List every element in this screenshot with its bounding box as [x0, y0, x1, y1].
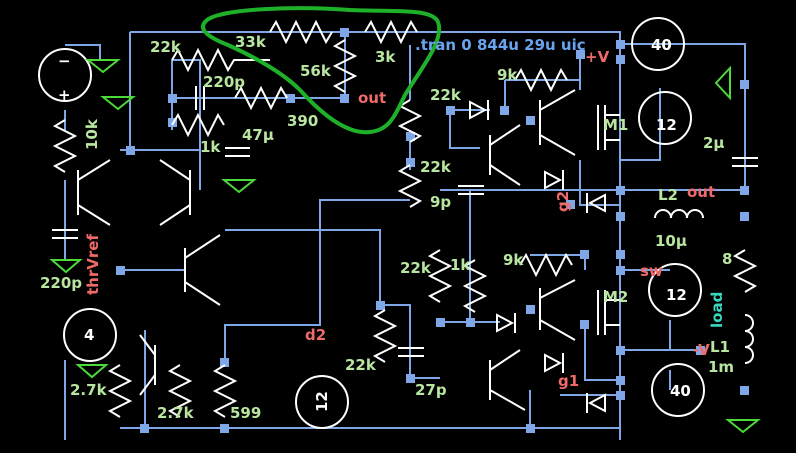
- label-c-220p-left: 220p: [40, 274, 82, 292]
- net-load: load: [708, 292, 726, 328]
- inductor-10u: [654, 209, 704, 219]
- label-c-2u: 2μ: [703, 134, 724, 152]
- net-g2: g2: [554, 191, 572, 212]
- grounds: [49, 59, 761, 434]
- label-r-2k7-b: 2.7k: [157, 404, 195, 422]
- resistor-33k: [269, 19, 333, 45]
- source-40-top: [631, 17, 685, 71]
- wires: [64, 31, 746, 440]
- net-out-top: out: [358, 89, 386, 107]
- voltage-sources: − +: [38, 17, 705, 429]
- resistor-10k: [52, 119, 78, 173]
- resistor-9k-top: [514, 67, 568, 93]
- label-r-22k-top: 22k: [150, 38, 182, 56]
- resistor-1k-mid: [462, 259, 488, 313]
- label-c-47u: 47μ: [242, 126, 274, 144]
- label-r-9k-top: 9k: [497, 66, 518, 84]
- label-m2: M2: [603, 288, 628, 306]
- label-v-40-top: 40: [651, 36, 672, 54]
- label-v-12-mid: 12: [666, 286, 687, 304]
- label-r-22k-low: 22k: [345, 356, 377, 374]
- diodes: [469, 100, 606, 413]
- source-12-top: [638, 91, 692, 145]
- highlight-loop: [201, 6, 442, 135]
- svg-text:+: +: [58, 86, 71, 104]
- resistor-1k-left: [171, 112, 225, 138]
- label-r-56k: 56k: [300, 62, 332, 80]
- label-c-220p-top: 220p: [203, 73, 245, 91]
- resistor-9k-bot: [519, 252, 573, 278]
- label-r-22k-right: 22k: [400, 259, 432, 277]
- resistor-22k-right: [427, 249, 453, 303]
- source-12-bottom: [295, 375, 349, 429]
- label-l2: L2: [658, 186, 678, 204]
- mosfet-m2: [597, 290, 620, 335]
- label-r-599: 599: [230, 404, 261, 422]
- resistor-8: [732, 249, 758, 293]
- source-top-left: [38, 48, 92, 102]
- net-thrvref: thrVref: [84, 234, 102, 295]
- label-r-2k7-a: 2.7k: [70, 381, 108, 399]
- resistor-2k7-a: [107, 364, 133, 418]
- resistor-2k7-b: [167, 364, 193, 418]
- transistors: [77, 89, 620, 411]
- label-m1: M1: [603, 116, 628, 134]
- resistor-599: [212, 364, 238, 418]
- label-l-10u: 10μ: [655, 232, 687, 250]
- capacitor-220p-top: [195, 86, 205, 110]
- net-g1: g1: [558, 372, 579, 390]
- label-c-27p: 27p: [415, 381, 447, 399]
- label-r-1k-mid: 1k: [450, 256, 471, 274]
- directive-text: .tran 0 844u 29u uic: [415, 36, 586, 54]
- label-r-8: 8: [722, 250, 732, 268]
- label-c-9p: 9p: [430, 193, 451, 211]
- source-4: [63, 308, 117, 362]
- mosfet-m1: [597, 105, 620, 150]
- label-v-12-bottom: 12: [313, 391, 331, 412]
- source-40-bot: [651, 363, 705, 417]
- label-l-1m: 1m: [708, 358, 734, 376]
- capacitor-27p: [398, 347, 424, 357]
- capacitor-2u: [732, 157, 758, 167]
- resistor-22k-top: [171, 47, 270, 73]
- label-r-1k-left: 1k: [200, 138, 221, 156]
- label-v-4: 4: [84, 326, 94, 344]
- svg-text:−: −: [58, 52, 71, 70]
- resistor-390: [234, 85, 288, 111]
- label-r-22k-d: 22k: [420, 158, 452, 176]
- inductor-1m: [744, 314, 754, 364]
- capacitors: [52, 86, 758, 357]
- resistor-3k: [364, 19, 418, 45]
- label-v-40-bot: 40: [670, 382, 691, 400]
- net-d2: d2: [305, 326, 326, 344]
- net-plus-v: +V: [585, 48, 610, 66]
- capacitor-47u: [225, 147, 250, 157]
- net-sw: sw: [640, 262, 663, 280]
- resistor-56k: [332, 39, 358, 93]
- label-v-12-top: 12: [656, 116, 677, 134]
- label-l1: L1: [710, 338, 730, 356]
- capacitor-9p: [458, 185, 484, 195]
- net-minus-v: -V: [693, 341, 710, 359]
- label-r-22k-mid: 22k: [430, 86, 462, 104]
- resistor-22k-d: [397, 164, 423, 208]
- label-r-3k: 3k: [375, 48, 396, 66]
- resistor-22k-low: [372, 309, 398, 363]
- source-12-mid: [648, 263, 702, 317]
- label-r-10k: 10k: [83, 118, 101, 150]
- net-out-right: out: [687, 183, 715, 201]
- capacitor-220p-left: [52, 229, 78, 239]
- label-r-390: 390: [287, 112, 318, 130]
- label-r-9k-bot: 9k: [503, 251, 524, 269]
- label-r-33k: 33k: [235, 33, 267, 51]
- inductors: [654, 209, 754, 364]
